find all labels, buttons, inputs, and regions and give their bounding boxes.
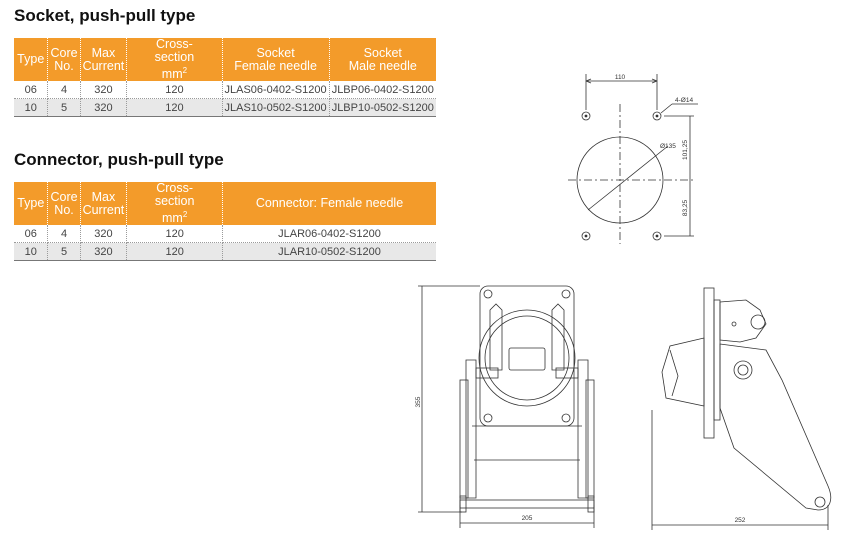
cell-core: 4 bbox=[47, 225, 81, 244]
side-view-drawing: 252 bbox=[651, 287, 832, 530]
cell-type: 10 bbox=[14, 242, 49, 262]
dim-upper-height: 101,25 bbox=[682, 140, 689, 160]
cell-cross-section: 120 bbox=[126, 225, 224, 244]
cell-core: 4 bbox=[47, 81, 81, 100]
dim-front-height: 355 bbox=[415, 396, 422, 407]
cell-max-current: 320 bbox=[80, 242, 128, 262]
header-connector: Connector: Female needle bbox=[222, 182, 436, 226]
cell-type: 06 bbox=[14, 81, 49, 100]
mounting-hole-drawing: 110 4-Ø14 Ø135 101,25 83,25 bbox=[568, 74, 698, 244]
cell-type: 06 bbox=[14, 225, 49, 244]
cell-socket-female: JLAS10-0502-S1200 bbox=[222, 98, 330, 118]
table-row: 06 4 320 120 JLAS06-0402-S1200 JLBP06-04… bbox=[14, 81, 436, 100]
cell-max-current: 320 bbox=[80, 98, 128, 118]
cell-cross-section: 120 bbox=[126, 242, 224, 262]
dim-side-width: 252 bbox=[735, 517, 746, 524]
cell-core: 5 bbox=[47, 242, 81, 262]
table-row: 10 5 320 120 JLAS10-0502-S1200 JLBP10-05… bbox=[14, 98, 436, 118]
cell-core: 5 bbox=[47, 98, 81, 118]
table-row: 06 4 320 120 JLAR06-0402-S1200 bbox=[14, 225, 436, 244]
front-view-drawing: 355 205 bbox=[415, 285, 595, 528]
cell-max-current: 320 bbox=[80, 225, 128, 244]
cell-connector: JLAR10-0502-S1200 bbox=[222, 242, 436, 262]
dim-lower-height: 83,25 bbox=[682, 199, 689, 216]
header-type: Type bbox=[14, 182, 49, 226]
table-row: 10 5 320 120 JLAR10-0502-S1200 bbox=[14, 242, 436, 262]
connector-section-title: Connector, push-pull type bbox=[14, 150, 224, 169]
dim-circle-diameter: Ø135 bbox=[660, 143, 676, 150]
cell-type: 10 bbox=[14, 98, 49, 118]
socket-section-title: Socket, push-pull type bbox=[14, 6, 196, 25]
cell-cross-section: 120 bbox=[126, 81, 223, 100]
dim-hole-count: 4-Ø14 bbox=[675, 97, 693, 104]
dim-front-width: 205 bbox=[522, 515, 533, 522]
header-type: Type bbox=[14, 38, 49, 82]
cell-max-current: 320 bbox=[80, 81, 128, 100]
cell-cross-section: 120 bbox=[126, 98, 223, 118]
dim-hole-spacing: 110 bbox=[615, 74, 626, 81]
cell-socket-male: JLBP10-0502-S1200 bbox=[329, 98, 436, 118]
cell-socket-female: JLAS06-0402-S1200 bbox=[222, 81, 330, 100]
cell-connector: JLAR06-0402-S1200 bbox=[222, 225, 436, 244]
cell-socket-male: JLBP06-0402-S1200 bbox=[329, 81, 436, 100]
